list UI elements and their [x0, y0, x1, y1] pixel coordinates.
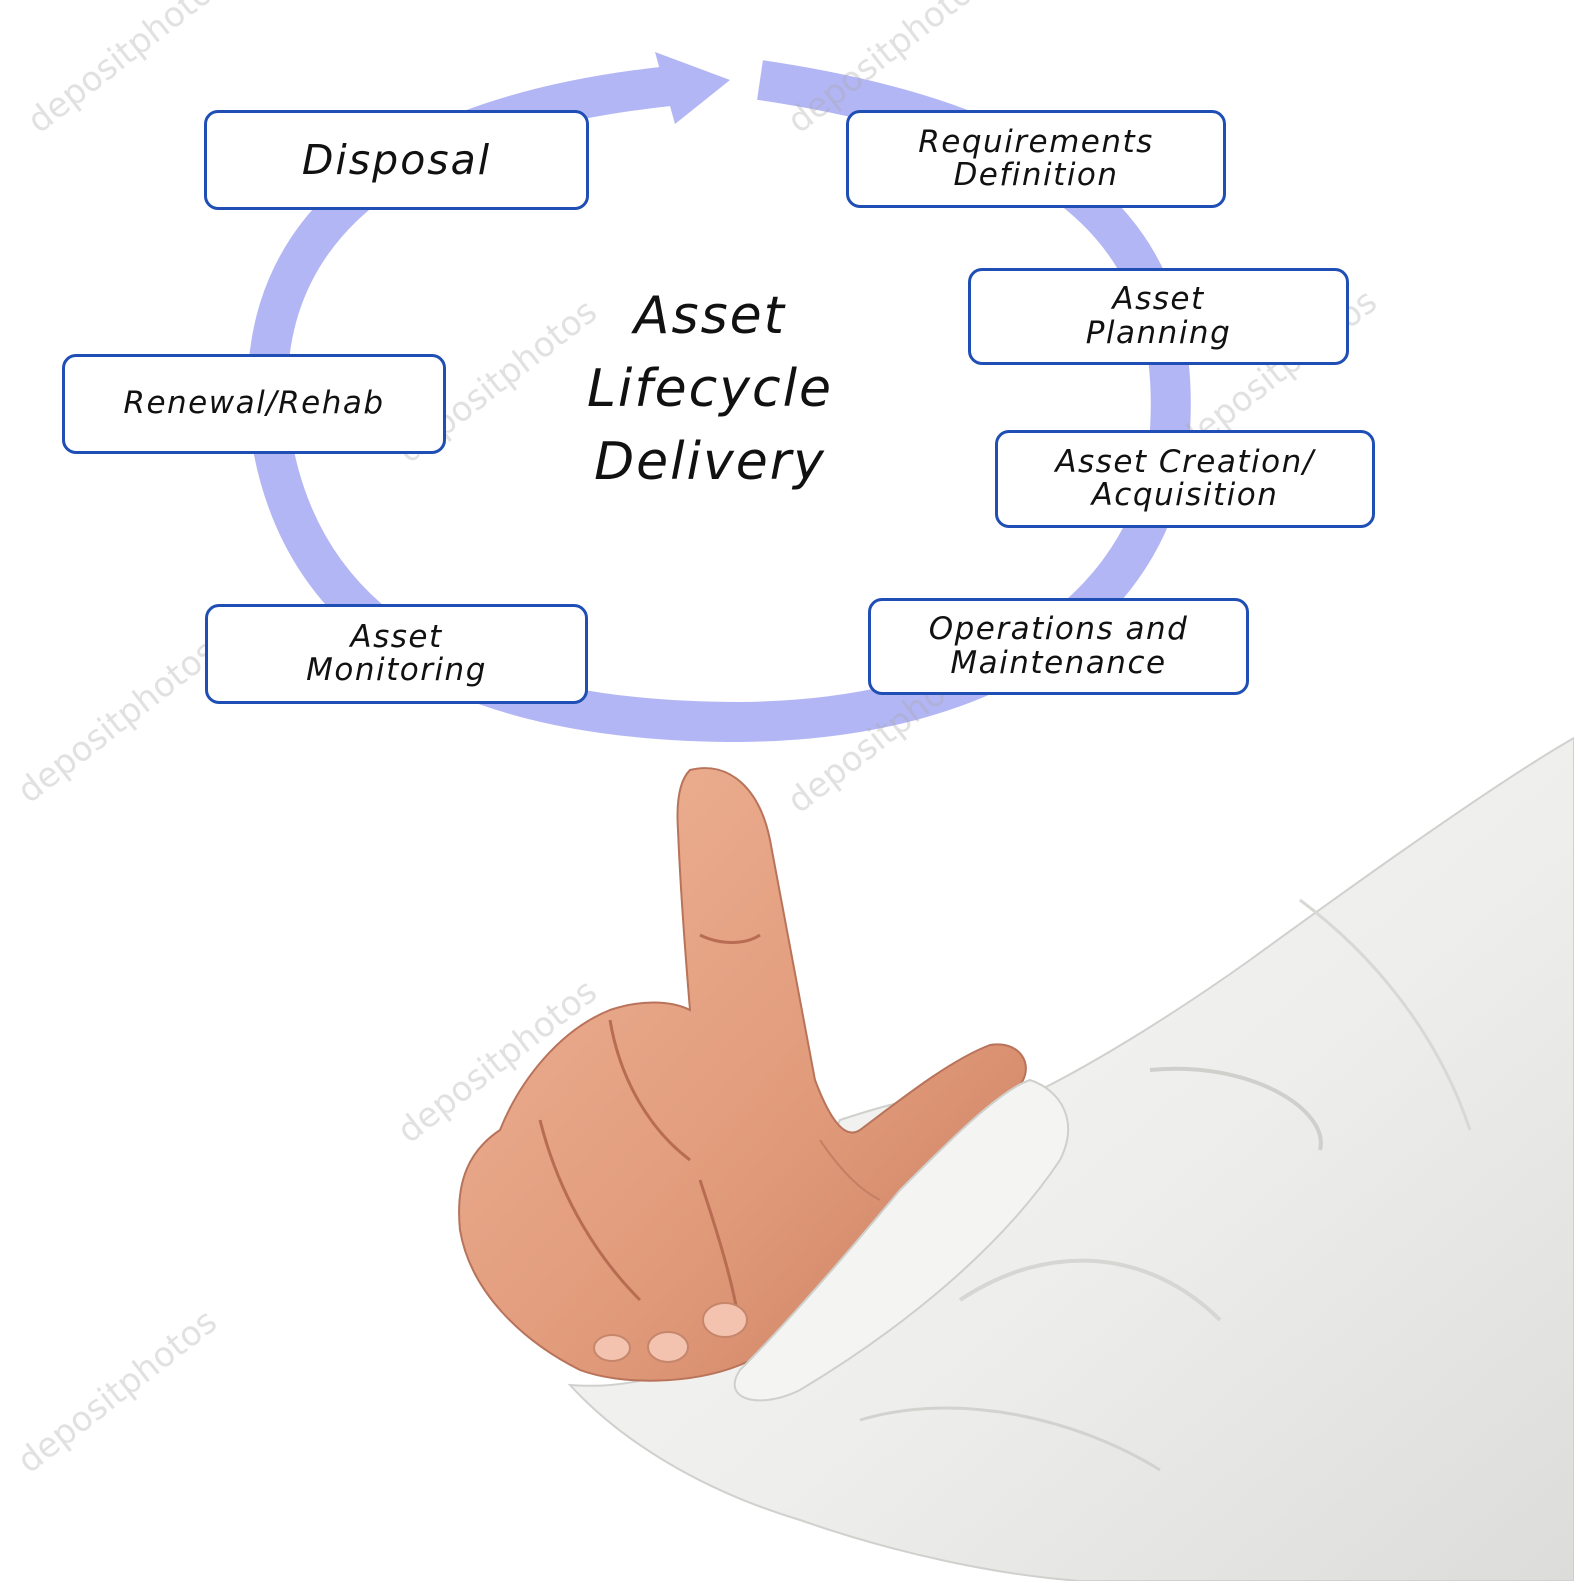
finger-crease — [538, 1119, 642, 1302]
finger-crease — [608, 1019, 691, 1162]
step-label: Asset — [1112, 281, 1205, 318]
step-label: Disposal — [301, 135, 492, 184]
step-asset-monitoring: Asset Monitoring — [205, 604, 588, 704]
step-label: Requirements — [918, 123, 1154, 160]
step-label: Acquisition — [1091, 477, 1279, 513]
step-label: Planning — [1085, 314, 1232, 351]
step-disposal: Disposal — [204, 110, 589, 210]
finger-crease — [819, 1139, 881, 1201]
step-label: Asset — [350, 618, 443, 655]
finger-crease — [699, 933, 761, 944]
fingernail — [647, 1331, 689, 1363]
step-requirements-definition: Requirements Definition — [846, 110, 1226, 208]
center-title-line: Delivery — [594, 432, 826, 492]
step-asset-creation-acquisition: Asset Creation/ Acquisition — [995, 430, 1375, 528]
center-title-line: Lifecycle — [586, 359, 834, 419]
center-title-line: Asset — [633, 286, 787, 346]
center-title: Asset Lifecycle Delivery — [520, 280, 900, 499]
step-label: Monitoring — [306, 652, 487, 688]
shirt-cuff — [733, 1078, 1070, 1402]
step-label: Definition — [953, 157, 1119, 193]
fingernail — [593, 1334, 631, 1362]
sleeve-fold — [1149, 1066, 1323, 1151]
sleeve-fold — [1299, 898, 1472, 1131]
cycle-arrowhead — [655, 52, 730, 124]
fingernail — [702, 1302, 748, 1338]
step-label: Renewal/Rehab — [123, 385, 385, 422]
sleeve-fold — [958, 1258, 1222, 1322]
step-label: Maintenance — [950, 644, 1167, 681]
step-operations-and-maintenance: Operations and Maintenance — [868, 598, 1249, 695]
step-renewal-rehab: Renewal/Rehab — [62, 354, 446, 454]
step-label: Asset Creation/ — [1055, 443, 1315, 480]
sleeve-fold — [859, 1406, 1161, 1472]
step-label: Operations and — [928, 611, 1189, 648]
step-asset-planning: Asset Planning — [968, 268, 1349, 365]
